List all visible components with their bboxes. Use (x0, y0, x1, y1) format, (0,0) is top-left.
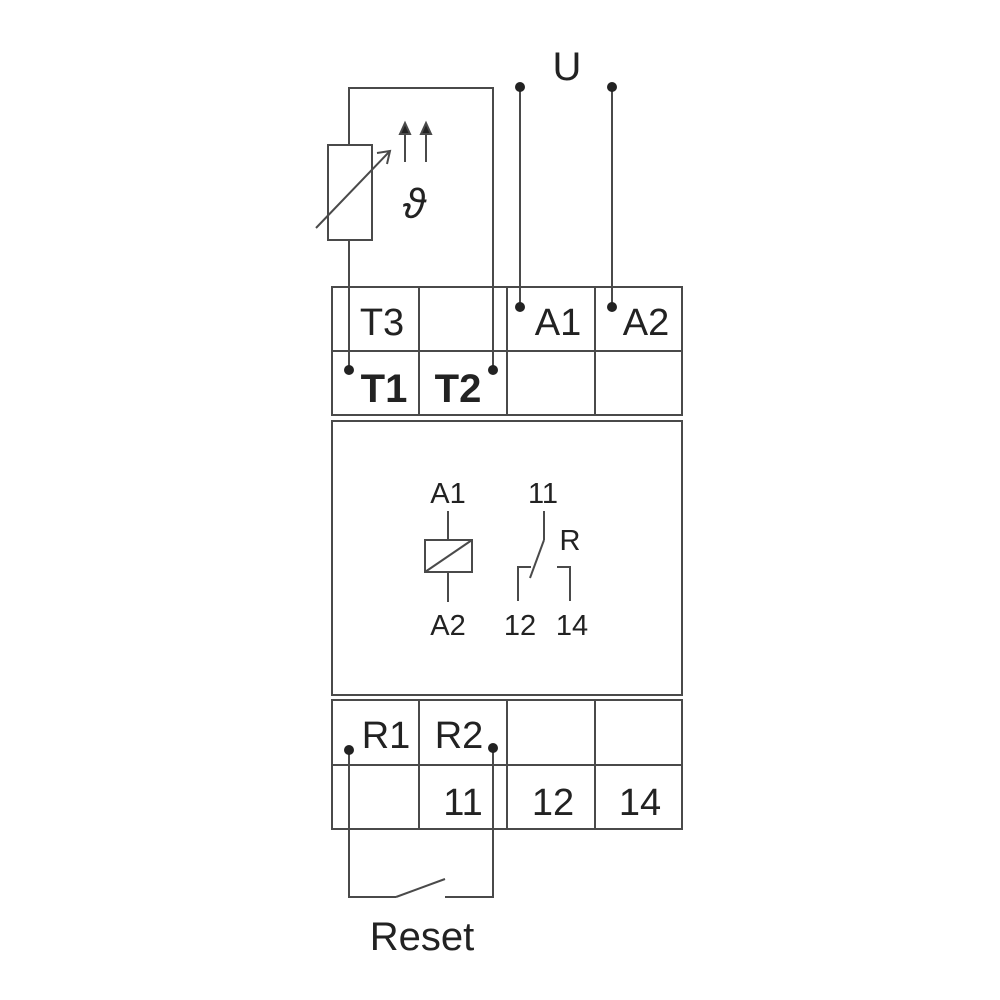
reset-wiring (348, 748, 494, 898)
coil-label-a1: A1 (430, 478, 465, 510)
terminal-a2: A2 (623, 302, 669, 344)
supply-dots (515, 82, 617, 312)
terminal-r1: R1 (362, 715, 411, 757)
supply-wires (519, 87, 613, 307)
contact-label-14: 14 (556, 610, 588, 642)
supply-label: U (553, 45, 582, 89)
terminal-t2: T2 (435, 367, 482, 411)
reset-label: Reset (370, 915, 475, 959)
relay-label-r: R (560, 525, 581, 557)
coil-label-a2: A2 (430, 610, 465, 642)
terminal-a1: A1 (535, 302, 581, 344)
terminal-r2: R2 (435, 715, 484, 757)
contact-label-12: 12 (504, 610, 536, 642)
contact-label-11: 11 (528, 478, 558, 510)
terminal-11: 11 (443, 782, 482, 824)
front-panel (331, 420, 683, 696)
terminal-t3: T3 (360, 302, 404, 344)
device-housing (331, 286, 683, 830)
relay-coil-symbol (424, 511, 473, 602)
reset-dots (344, 743, 498, 755)
changeover-contact-symbol (517, 511, 571, 601)
thermistor-arrow (315, 149, 392, 229)
temperature-symbol: ϑ (402, 180, 427, 227)
sensor-dots (344, 365, 498, 375)
terminal-14: 14 (619, 782, 661, 824)
terminal-t1: T1 (361, 367, 408, 411)
heat-arrows-icon (398, 120, 433, 162)
terminal-12: 12 (532, 782, 574, 824)
